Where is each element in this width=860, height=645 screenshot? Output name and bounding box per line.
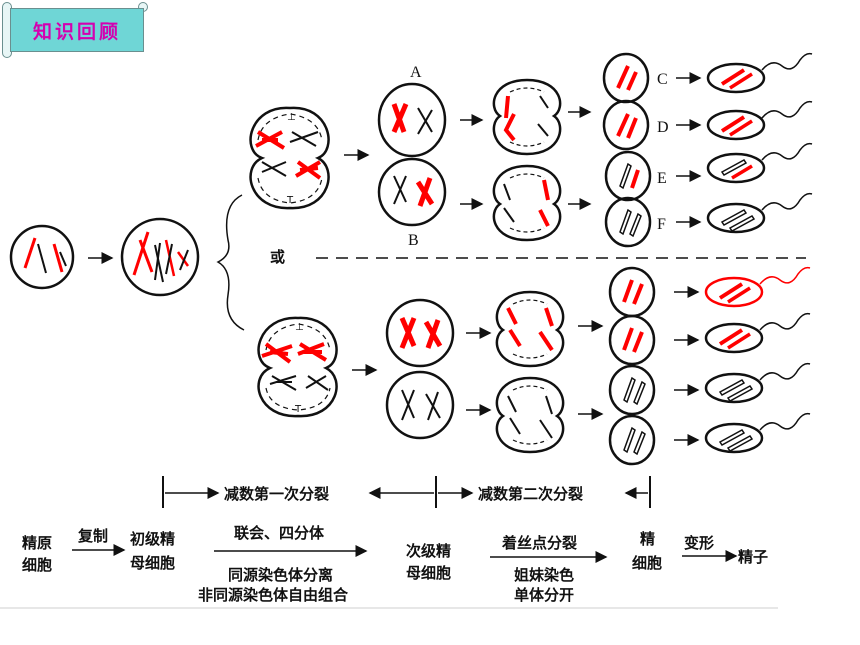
sperm-F xyxy=(706,192,813,234)
flow-synapsis: 联会、四分体 xyxy=(234,524,325,542)
flow-centromere-split: 着丝点分裂 xyxy=(501,534,577,552)
spermatid-D xyxy=(602,99,650,151)
spermatid-F xyxy=(604,196,652,248)
secondary-spermatocyte-lower-black xyxy=(385,370,455,440)
svg-text:⊥: ⊥ xyxy=(295,322,304,333)
svg-text:⊥: ⊥ xyxy=(287,112,296,123)
sperm-D xyxy=(706,100,813,141)
flow-secondary-2: 母细胞 xyxy=(406,564,451,582)
label-or: 或 xyxy=(270,248,285,266)
flow-transform: 变形 xyxy=(684,534,714,552)
phase-meiosis-1: 减数第一次分裂 xyxy=(224,485,329,503)
sperm-lower-1 xyxy=(704,266,811,308)
phase-meiosis-2: 减数第二次分裂 xyxy=(478,485,583,503)
spermatid-lower-1 xyxy=(608,266,656,318)
flow-homologous-separation: 同源染色体分离 xyxy=(228,566,333,584)
spermatid-lower-4 xyxy=(608,414,656,466)
spermatogonium-cell xyxy=(9,224,75,290)
anaphase-cell-2 xyxy=(492,164,562,242)
flow-primary-2: 母细胞 xyxy=(130,554,175,572)
sperm-lower-2 xyxy=(704,312,811,354)
badge-title: 知识回顾 xyxy=(32,20,121,43)
secondary-spermatocyte-lower-red xyxy=(385,298,455,368)
label-E: E xyxy=(657,170,667,187)
metaphase-cell-lower: ⊥ T xyxy=(257,316,338,418)
svg-text:T: T xyxy=(286,195,294,206)
flow-secondary-1: 次级精 xyxy=(406,542,451,560)
spermatid-E xyxy=(604,150,652,202)
svg-text:T: T xyxy=(294,404,302,415)
branch-bracket xyxy=(216,194,245,331)
flow-sperm: 精子 xyxy=(738,548,768,566)
label-D: D xyxy=(657,119,669,136)
label-C: C xyxy=(657,71,668,88)
metaphase-cell-upper: ⊥ T xyxy=(249,106,330,210)
anaphase-cell-1 xyxy=(492,78,562,156)
sperm-lower-4 xyxy=(704,412,811,454)
flow-row: 精原 细胞 复制 初级精 母细胞 联会、四分体 同源染色体分离 非同源染色体自由… xyxy=(22,524,768,604)
flow-spermatogonium-2: 细胞 xyxy=(22,556,52,574)
sperm-lower-3 xyxy=(704,362,811,404)
label-B: B xyxy=(408,232,419,249)
spermatid-lower-2 xyxy=(608,314,656,366)
title-badge: 知识回顾 xyxy=(2,2,148,58)
sperm-C xyxy=(706,52,813,94)
primary-spermatocyte-cell xyxy=(120,217,200,297)
spermatid-C xyxy=(602,52,650,104)
badge-box: 知识回顾 xyxy=(10,8,144,52)
sperm-E xyxy=(706,142,813,184)
secondary-spermatocyte-A xyxy=(377,82,447,158)
phase-bar xyxy=(162,476,651,508)
flow-spermatid-2: 细胞 xyxy=(632,554,662,572)
spermatid-lower-3 xyxy=(608,364,656,416)
anaphase-cell-4 xyxy=(495,376,565,454)
flow-spermatogonium-1: 精原 xyxy=(22,534,52,552)
secondary-spermatocyte-B xyxy=(377,157,447,227)
label-F: F xyxy=(657,216,666,233)
flow-sister-1: 姐妹染色 xyxy=(514,566,574,584)
flow-replicate: 复制 xyxy=(77,527,108,545)
flow-free-combination: 非同源染色体自由组合 xyxy=(198,586,349,604)
label-A: A xyxy=(410,64,422,81)
flow-sister-2: 单体分开 xyxy=(514,586,574,604)
flow-spermatid-1: 精 xyxy=(640,530,655,548)
anaphase-cell-3 xyxy=(495,290,565,368)
flow-primary-1: 初级精 xyxy=(130,530,175,548)
